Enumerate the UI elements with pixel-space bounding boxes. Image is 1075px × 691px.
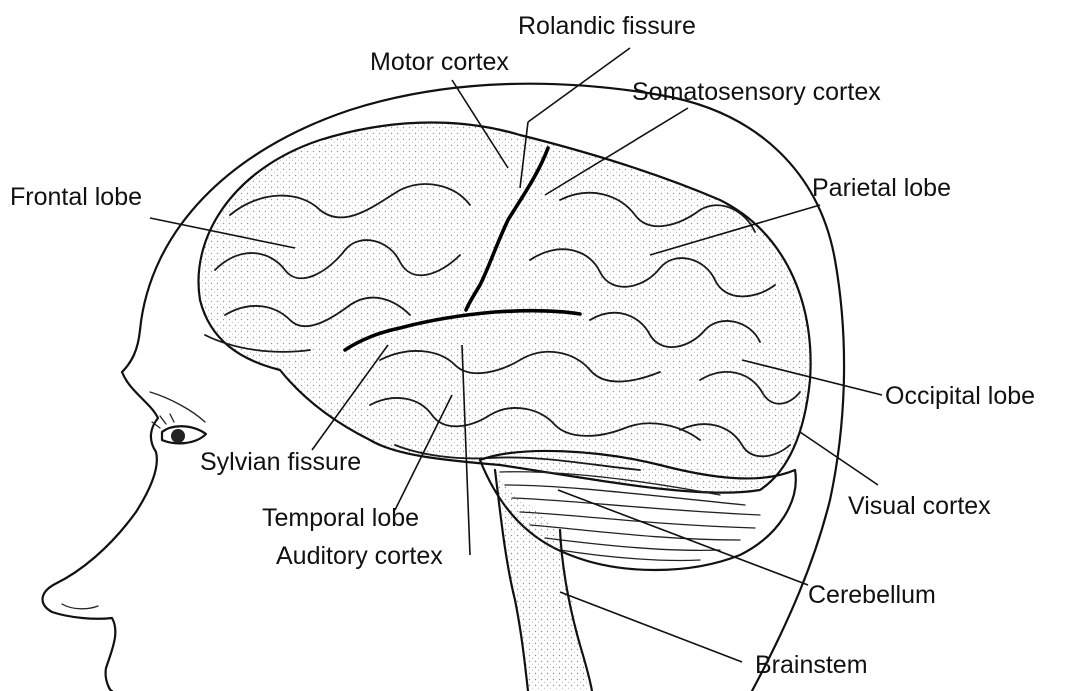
nostril-line bbox=[62, 604, 98, 609]
label-sylvian-fissure: Sylvian fissure bbox=[200, 448, 361, 476]
label-cerebellum: Cerebellum bbox=[808, 581, 936, 609]
face-profile bbox=[43, 330, 158, 691]
label-occipital-lobe: Occipital lobe bbox=[885, 382, 1035, 410]
label-temporal-lobe: Temporal lobe bbox=[262, 504, 419, 532]
cerebrum bbox=[199, 123, 811, 493]
label-frontal-lobe: Frontal lobe bbox=[10, 183, 142, 211]
label-somatosensory-cortex: Somatosensory cortex bbox=[632, 78, 881, 106]
leader-rolandic-fissure bbox=[528, 48, 630, 122]
label-parietal-lobe: Parietal lobe bbox=[812, 174, 951, 202]
leader-cerebellum bbox=[558, 490, 808, 585]
eye-iris bbox=[171, 429, 185, 443]
brainstem-shading bbox=[495, 470, 590, 691]
label-visual-cortex: Visual cortex bbox=[848, 492, 991, 520]
brainstem bbox=[495, 470, 592, 691]
leader-brainstem bbox=[560, 592, 742, 662]
cerebrum-shading bbox=[199, 123, 811, 493]
label-auditory-cortex: Auditory cortex bbox=[276, 542, 443, 570]
eye bbox=[152, 414, 206, 443]
label-brainstem: Brainstem bbox=[755, 651, 868, 679]
label-motor-cortex: Motor cortex bbox=[370, 48, 509, 76]
label-rolandic-fissure: Rolandic fissure bbox=[518, 12, 696, 40]
